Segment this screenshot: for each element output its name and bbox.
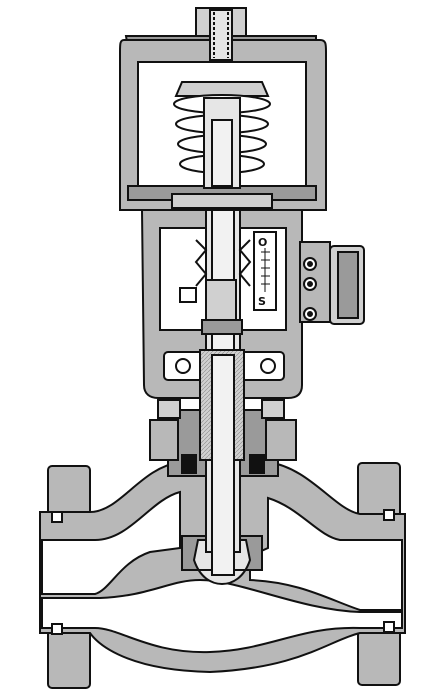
flow-passage-right (249, 496, 403, 611)
bolt-hole (383, 509, 395, 521)
scale-bottom-label: S (258, 295, 266, 308)
scale-top-label: O (258, 236, 267, 249)
bolt-hole (383, 621, 395, 633)
actuator-spring (173, 81, 271, 189)
positioner (299, 241, 365, 325)
top-adjuster (195, 7, 247, 61)
travel-scale: O S (253, 231, 277, 311)
bolt-hole (51, 511, 63, 523)
lower-passage (41, 578, 403, 654)
flow-passage (41, 490, 181, 595)
bolt-hole (51, 623, 63, 635)
yoke-spring (194, 239, 252, 287)
